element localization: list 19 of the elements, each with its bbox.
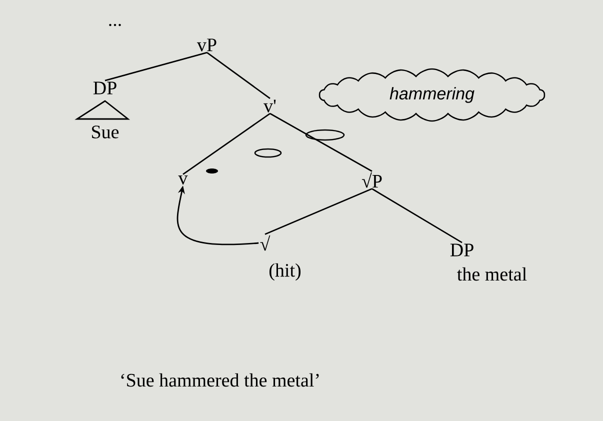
tree-node-label: v': [264, 100, 276, 112]
leaf-text: the metal: [457, 267, 527, 281]
ellipsis: ...: [109, 24, 121, 26]
tree-node-label: vP: [196, 38, 216, 52]
caption: ‘Sue hammered the metal’: [121, 373, 319, 387]
tree-branch: [206, 52, 270, 100]
tree-node-label: √P: [362, 172, 382, 188]
tree-branch: [182, 112, 270, 175]
tree-node-label: DP: [93, 82, 116, 94]
tree-node-label: √: [260, 235, 270, 251]
leaf-text: Sue: [92, 126, 119, 138]
tree-branch: [270, 112, 372, 172]
tree-branch: [104, 52, 208, 82]
tree-branch: [264, 188, 372, 235]
tree-node-label: DP: [450, 244, 474, 256]
tree-branch: [372, 188, 462, 244]
tree-node-label: v: [178, 176, 188, 184]
thought-cloud: hammering: [318, 68, 546, 122]
leaf-text: (hit): [269, 263, 301, 281]
